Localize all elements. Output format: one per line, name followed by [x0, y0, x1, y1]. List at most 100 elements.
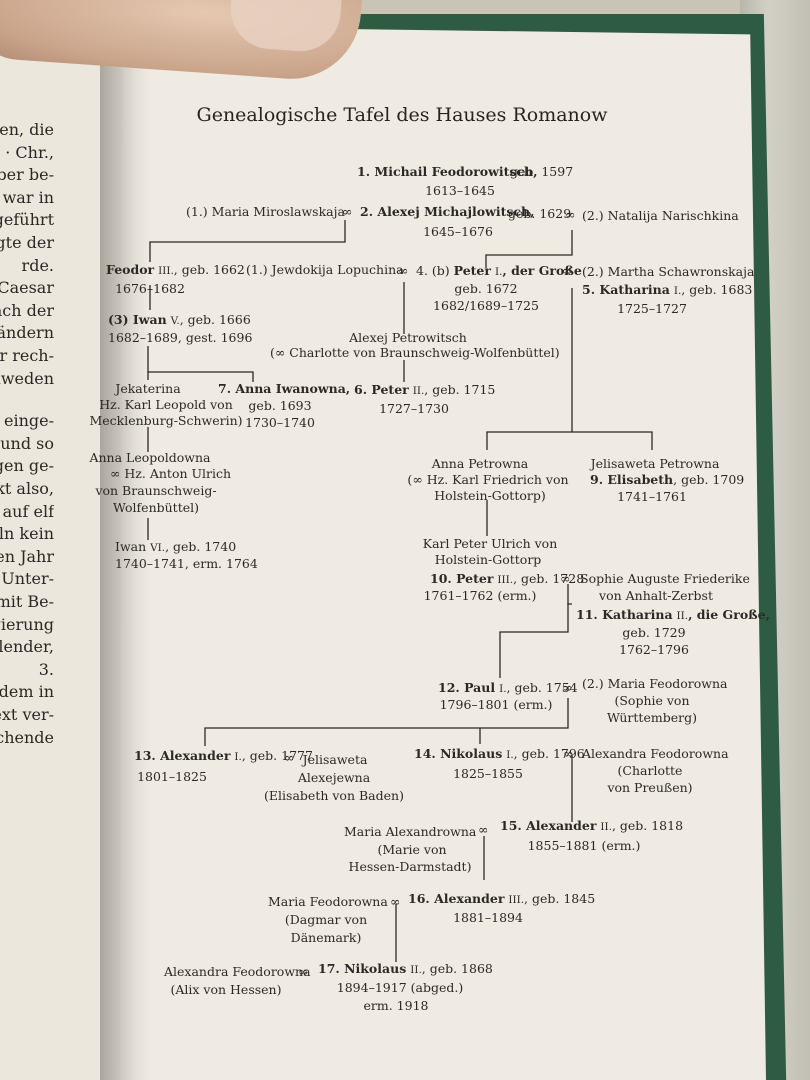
nikolaus2-spouse-line1: Alexandra Feodorowna [164, 964, 311, 979]
anna-reign: 1730–1740 [245, 415, 315, 430]
alexander1-spouse-line1: Jelisaweta [302, 752, 368, 767]
left-page-line: baren Jahr [0, 546, 54, 566]
jekaterina-name: Jekaterina [115, 381, 181, 396]
connector [485, 230, 573, 268]
alexander3-reign: 1881–1894 [453, 910, 523, 925]
left-page-line: egeln kein [0, 524, 54, 544]
nikolaus2-reign: 1894–1917 (abged.) [336, 980, 464, 995]
alexander2-name: 15. Alexander [500, 818, 597, 833]
alexander3-born: , geb. 1845 [524, 891, 596, 906]
peter2-name: 6. Peter [354, 382, 409, 397]
peter1-prefix: 4. (b) [416, 263, 450, 278]
karl-peter-line1: Karl Peter Ulrich von [422, 536, 558, 551]
left-page-line: agen ge- [0, 456, 54, 476]
book-gutter [100, 30, 150, 1080]
marriage-symbol: ∞ [560, 571, 571, 586]
paul-name: 12. Paul [438, 680, 496, 695]
right-page [119, 26, 766, 1080]
feodor-num: III. [158, 265, 174, 277]
elisabeth-birthname: Jelisaweta Petrowna [590, 456, 720, 471]
elisabeth-entry: 9. Elisabeth, geb. 1709 [590, 472, 744, 487]
peter1-title: , der Große [502, 263, 582, 278]
marriage-symbol: ∞ [565, 207, 576, 222]
left-page-line: rde. [21, 255, 54, 275]
feodor-reign: 1676–1682 [115, 281, 185, 296]
alexander2-spouse-line2: (Marie von [377, 842, 447, 857]
nikolaus1-spouse-line2: (Charlotte [617, 763, 683, 778]
peter1-reign: 1682/1689–1725 [433, 298, 539, 313]
nikolaus2-entry: 17. Nikolaus II., geb. 1868 [318, 961, 493, 976]
elisabeth-reign: 1741–1761 [617, 489, 687, 504]
marriage-symbol: ∞ [298, 964, 309, 979]
left-page-line: 3. [38, 659, 54, 679]
alexej-petrowitsch-spouse: (∞ Charlotte von Braunschweig-Wolfenbütt… [270, 345, 560, 360]
connector [204, 698, 569, 746]
left-page-line: or einge- [0, 411, 54, 431]
connector [499, 603, 569, 678]
katharina2-reign: 1762–1796 [619, 642, 689, 657]
nikolaus1-spouse-line3: von Preußen) [607, 780, 693, 795]
left-page-line: · Chr., [5, 142, 54, 162]
left-page-line: en, die [0, 120, 54, 139]
anna-leopoldowna-spouse-line1: Hz. Anton Ulrich [124, 466, 232, 481]
anna-petrowna-spouse-name: Hz. Karl Friedrich von [426, 472, 569, 487]
left-page-line: er Unter- [0, 569, 54, 589]
michail-name: 1. Michail Feodorowitsch, [357, 164, 538, 179]
iwan6-num: VI. [150, 542, 166, 554]
nikolaus2-death: erm. 1918 [363, 998, 429, 1013]
iwan6-entry: Iwan VI., geb. 1740 [115, 540, 236, 554]
elisabeth-name: 9. Elisabeth [590, 472, 674, 487]
peter3-born: , geb. 1728 [513, 571, 585, 586]
left-page-line: ber be- [0, 165, 54, 185]
peter2-entry: 6. Peter II., geb. 1715 [354, 382, 495, 397]
alexej-wife2: (2.) Natalija Narischkina [582, 208, 739, 223]
alexej-name: 2. Alexej Michajlowitsch, [360, 204, 535, 219]
alexander3-name: 16. Alexander [408, 891, 505, 906]
left-page-line: Ländern [0, 323, 54, 343]
left-page-line: · Kalender, [0, 637, 54, 657]
peter1-wife1: (1.) Jewdokija Lopuchina [246, 262, 404, 277]
alexej-born: geb. 1629 [508, 206, 572, 221]
left-page-line: er rech- [0, 346, 54, 365]
alexander3-num: III. [508, 894, 525, 906]
anna-petrowna-name: Anna Petrowna [431, 456, 529, 471]
connector [149, 220, 346, 262]
marriage-symbol: ∞ [562, 680, 573, 695]
iwan5-entry: (3) Iwan V., geb. 1666 [108, 312, 251, 327]
left-page-line: geführt [0, 210, 54, 230]
katharina2-entry: 11. Katharina II., die Große, [576, 607, 770, 622]
peter2-reign: 1727–1730 [379, 401, 449, 416]
feodor-entry: Feodor III., geb. 1662 [106, 263, 245, 277]
marriage-symbol: ∞ [398, 263, 409, 278]
iwan5-num: V. [170, 315, 180, 327]
peter3-entry: 10. Peter III., geb. 1728 [430, 571, 585, 586]
alexej-petrowitsch-spouse-name: Charlotte von Braunschweig-Wolfenbüttel) [289, 345, 560, 360]
left-page-line: gte der [0, 233, 54, 252]
nikolaus2-name: 17. Nikolaus [318, 961, 407, 976]
nikolaus1-num: I. [506, 749, 514, 761]
anna-leopoldowna-spouse: ∞ Hz. Anton Ulrich [110, 466, 232, 481]
alexander1-reign: 1801–1825 [137, 769, 207, 784]
alexander1-spouse-line2: Alexejewna [297, 770, 371, 785]
alexander2-num: II. [600, 821, 612, 833]
marriage-symbol: ∞ [390, 894, 401, 909]
left-page [0, 40, 142, 1080]
peter1-wife2: (2.) Martha Schawronskaja [582, 264, 755, 279]
iwan5-born: , geb. 1666 [179, 312, 251, 327]
peter2-num: II. [412, 385, 425, 397]
jekaterina-spouse-line1: Hz. Karl Leopold von [99, 397, 233, 412]
marriage-symbol: ∞ [412, 472, 423, 487]
katharina1-num: I. [673, 285, 682, 297]
alexander1-name: 13. Alexander [134, 748, 231, 763]
nikolaus1-spouse-line1: Alexandra Feodorowna [582, 746, 729, 761]
peter1-born: geb. 1672 [454, 281, 518, 296]
nikolaus1-born: , geb. 1796 [513, 746, 585, 761]
nikolaus2-spouse-line2: (Alix von Hessen) [170, 982, 282, 997]
left-page-line: d mit Be- [0, 592, 54, 611]
anna-petrowna-spouse-line2: Holstein-Gottorp) [434, 488, 546, 503]
peter1-entry: 4. (b) Peter I., der Große [416, 263, 582, 278]
connector [567, 584, 572, 605]
alexander2-reign: 1855–1881 (erm.) [527, 838, 641, 853]
katharina2-name: 11. Katharina [576, 607, 673, 622]
